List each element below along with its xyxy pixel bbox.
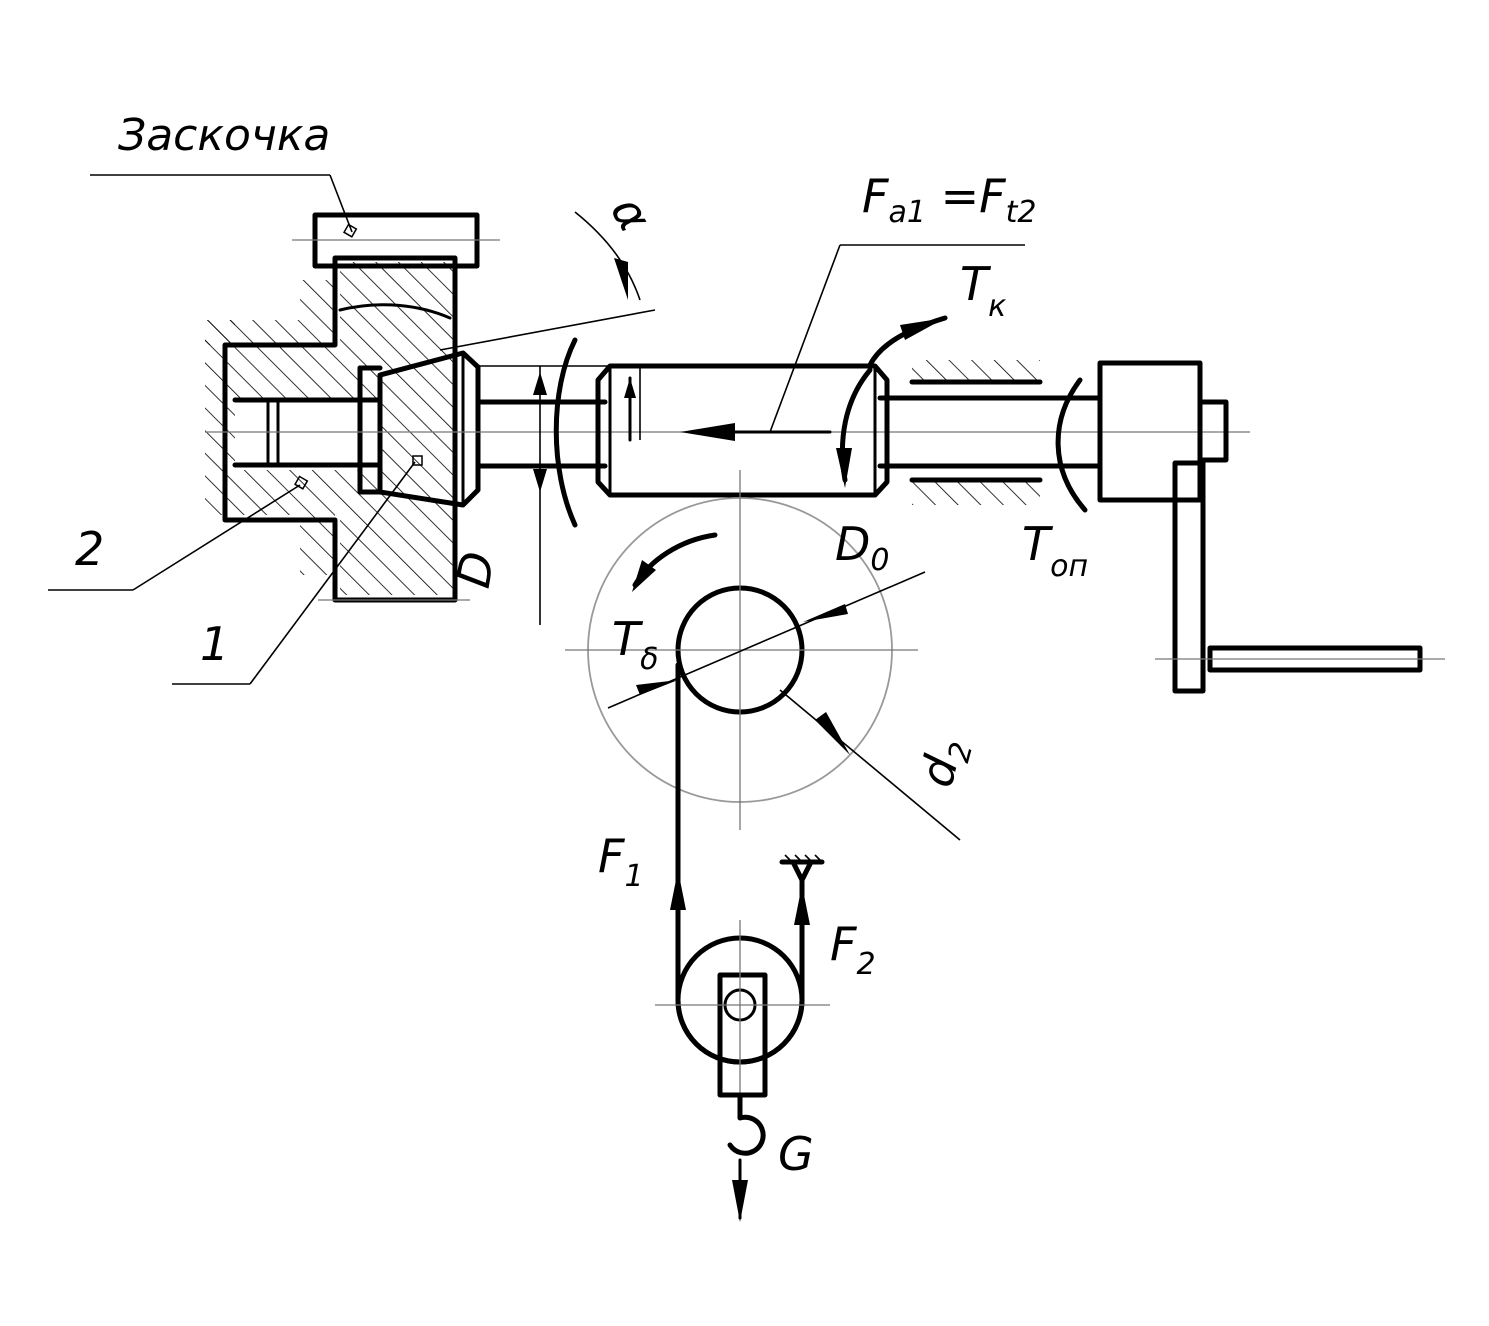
part-2-label: 2: [75, 522, 104, 576]
housing-left: [205, 212, 500, 603]
labels: 2 1 D α Fa1 =Ft2 Tк Tоп Tδ D0 d2 F1 F2 G: [75, 169, 1088, 1181]
title-label: Заскочка: [118, 110, 330, 161]
torque-b-label: Tδ: [612, 612, 658, 677]
torque-k-label: Tк: [960, 257, 1006, 324]
d2-label: d2: [909, 732, 980, 794]
axial-force-label: Fa1 =Ft2: [862, 169, 1036, 230]
rope-pulley: [655, 662, 830, 1156]
title-callout: Заскочка: [90, 110, 358, 238]
crank-handle: [1097, 360, 1445, 694]
torque-op-label: Tоп: [1022, 517, 1088, 584]
angle-label: α: [600, 187, 662, 240]
arrows: [439, 211, 1088, 1222]
part-1-label: 1: [200, 617, 229, 671]
bearing-supports: [909, 360, 1043, 505]
part-leaders: [48, 244, 1025, 685]
worm: [595, 363, 890, 498]
F1-label: F1: [598, 829, 644, 894]
D0-label: D0: [835, 517, 890, 578]
cone-clutch: [294, 350, 481, 508]
G-label: G: [778, 1127, 814, 1181]
F2-label: F2: [830, 917, 876, 982]
